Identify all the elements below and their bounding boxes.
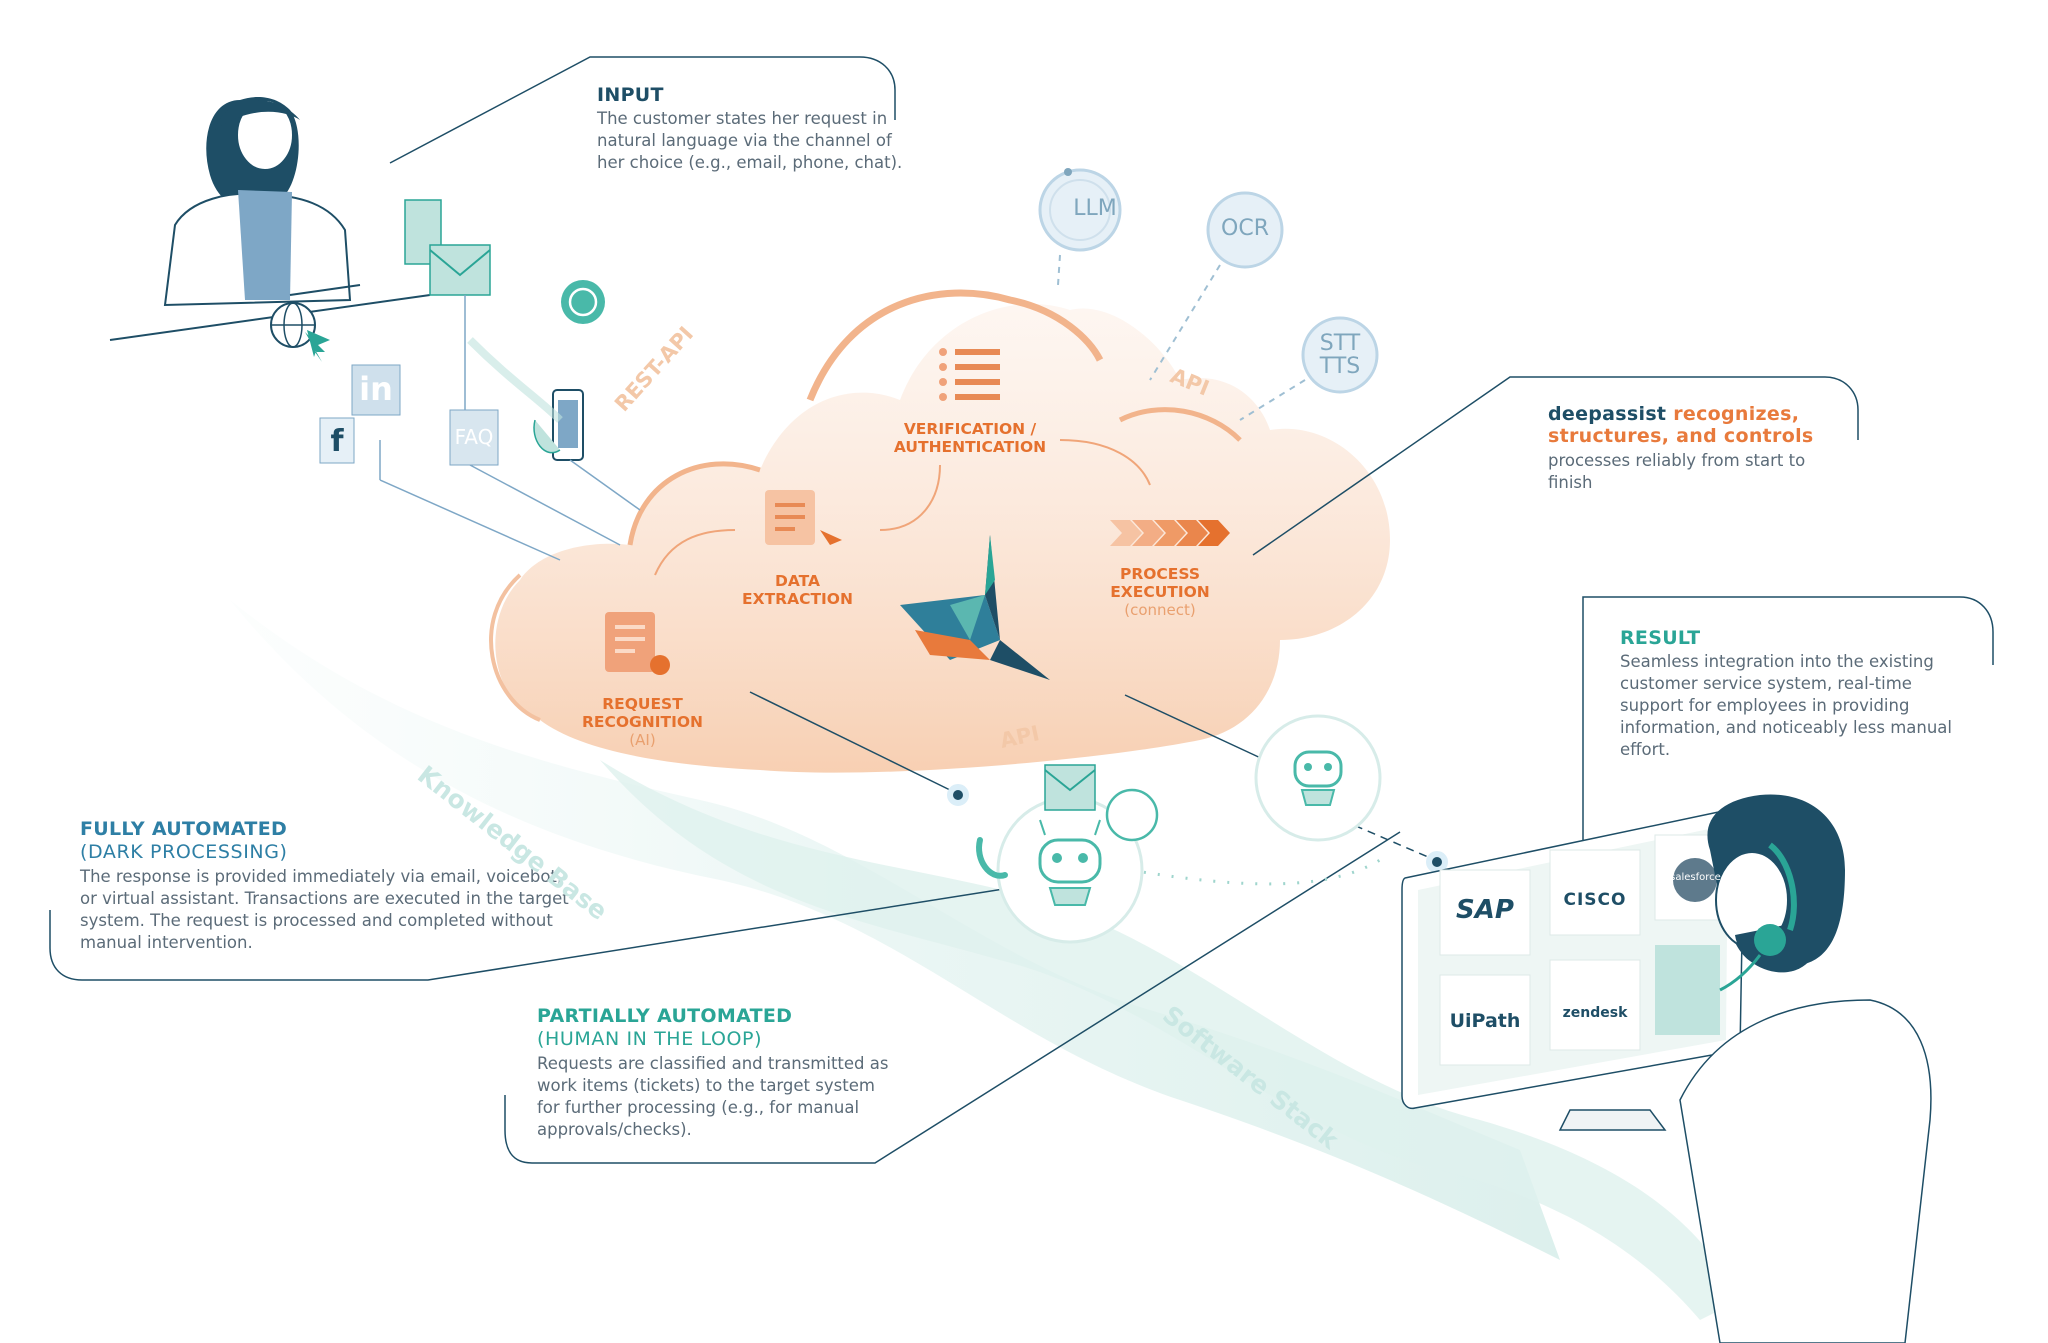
linkedin-icon-box xyxy=(351,364,401,416)
process-execution-chevrons-icon xyxy=(1110,520,1230,546)
step-process-execution-line2: EXECUTION xyxy=(1110,583,1210,601)
salesforce-logo: salesforce xyxy=(1670,872,1721,883)
request-recognition-icon xyxy=(605,612,670,675)
llm-label: LLM xyxy=(1073,196,1117,221)
faq-glyph: FAQ xyxy=(454,425,494,449)
partially-automated-callout-line xyxy=(504,831,1401,1164)
result-title: RESULT xyxy=(1620,627,1701,649)
customer-woman-illustration xyxy=(109,97,431,341)
step-verification-line1: VERIFICATION / xyxy=(903,420,1037,438)
linkedin-glyph: in xyxy=(359,370,393,408)
sap-logo: SAP xyxy=(1456,895,1514,925)
step-process-execution-line1: PROCESS xyxy=(1119,565,1201,583)
facebook-glyph: f xyxy=(330,424,344,459)
tts-label: TTS xyxy=(1319,354,1361,379)
input-callout-line xyxy=(389,56,896,164)
bot-bubble-center xyxy=(976,764,1159,944)
uipath-logo: UiPath xyxy=(1449,1010,1521,1032)
llm-bubble xyxy=(1038,168,1122,252)
fully-automated-description: The response is provided immediately via… xyxy=(80,867,569,952)
support-agent-man-illustration xyxy=(1679,794,1932,1343)
stt-label: STT xyxy=(1319,331,1361,356)
deepassist-headline-2: structures, and controls xyxy=(1548,425,1814,447)
ocr-bubble xyxy=(1206,191,1284,269)
facebook-icon-box xyxy=(319,417,355,464)
deepassist-heading: deepassist recognizes, structures, and c… xyxy=(1548,403,1848,447)
email-icon xyxy=(429,244,491,296)
partially-automated-subtitle: (HUMAN IN THE LOOP) xyxy=(537,1028,763,1050)
faq-icon-box xyxy=(449,409,499,466)
input-description: The customer states her request in natur… xyxy=(597,109,903,172)
zendesk-logo: zendesk xyxy=(1562,1005,1628,1021)
software-stack-wave xyxy=(600,760,1740,1320)
step-data-extraction-line1: DATA xyxy=(774,572,821,590)
smartphone-icon xyxy=(533,389,584,461)
process-cloud xyxy=(495,304,1390,773)
result-description: Seamless integration into the existing c… xyxy=(1620,652,1952,759)
step-data-extraction-line2: EXTRACTION xyxy=(742,590,853,608)
data-extraction-icon xyxy=(765,490,842,545)
step-verification-line2: AUTHENTICATION xyxy=(893,438,1047,456)
deepassist-headline-1: recognizes, xyxy=(1673,403,1800,425)
step-verification-authentication: VERIFICATION / AUTHENTICATION xyxy=(880,420,1060,456)
globe-icon xyxy=(270,302,330,362)
bird-logo xyxy=(900,535,1050,680)
step-request-recognition: REQUEST RECOGNITION (AI) xyxy=(560,695,725,749)
monitor-illustration xyxy=(1401,808,1745,1131)
partially-automated-description: Requests are classified and transmitted … xyxy=(537,1054,889,1139)
deepassist-description: processes reliably from start to finish xyxy=(1548,451,1806,492)
result-callout-line xyxy=(1582,596,1994,840)
step-data-extraction: DATA EXTRACTION xyxy=(725,572,870,608)
input-title: INPUT xyxy=(597,84,664,106)
fully-automated-callout-line xyxy=(49,887,1011,981)
deepassist-brand: deepassist xyxy=(1548,403,1667,425)
bot-bubble-right xyxy=(1254,714,1382,842)
whatsapp-icon xyxy=(561,280,605,324)
ocr-label: OCR xyxy=(1221,216,1269,241)
partially-automated-title: PARTIALLY AUTOMATED xyxy=(537,1005,793,1027)
step-request-recognition-line1: REQUEST xyxy=(602,695,683,713)
fully-automated-subtitle: (DARK PROCESSING) xyxy=(80,841,288,863)
step-request-recognition-paren: (AI) xyxy=(629,731,656,749)
fully-automated-title: FULLY AUTOMATED xyxy=(80,818,288,840)
step-process-execution-paren: (connect) xyxy=(1124,601,1196,619)
step-request-recognition-line2: RECOGNITION xyxy=(581,713,704,731)
stt-tts-bubble xyxy=(1301,316,1379,394)
deepassist-callout-line xyxy=(1252,376,1859,556)
verification-checklist-icon xyxy=(939,348,1000,401)
cisco-logo: CISCO xyxy=(1563,890,1627,910)
step-process-execution: PROCESS EXECUTION (connect) xyxy=(1090,565,1230,619)
